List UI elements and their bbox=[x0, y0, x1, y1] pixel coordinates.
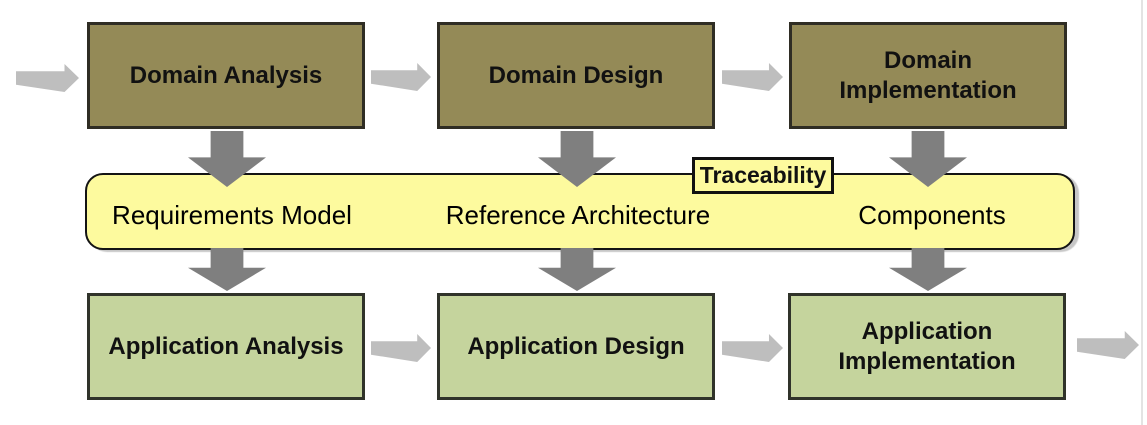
application-analysis-box: Application Analysis bbox=[87, 293, 365, 400]
application-implementation-box: Application Implementation bbox=[788, 293, 1066, 400]
domain-design-label: Domain Design bbox=[488, 61, 664, 89]
domain-design-box: Domain Design bbox=[437, 22, 715, 129]
application-design-label: Application Design bbox=[467, 332, 685, 360]
traceability-tag: Traceability bbox=[692, 157, 834, 194]
right-arrow-icon-application-analysis-to-application-design bbox=[371, 334, 431, 362]
down-arrow-icon-requirements-model-to-application-analysis bbox=[188, 248, 266, 291]
domain-analysis-label: Domain Analysis bbox=[129, 61, 323, 89]
application-analysis-label: Application Analysis bbox=[108, 332, 344, 360]
domain-implementation-label: Domain Implementation bbox=[839, 46, 1017, 104]
requirements-model-label: Requirements Model bbox=[112, 200, 352, 230]
right-arrow-icon-domain-design-to-domain-implementation bbox=[722, 63, 783, 91]
domain-analysis-box: Domain Analysis bbox=[87, 22, 365, 129]
right-arrow-icon-out-of-application-implementation bbox=[1077, 331, 1139, 359]
reference-architecture-label: Reference Architecture bbox=[445, 200, 711, 230]
right-arrow-icon-application-design-to-application-implementation bbox=[722, 334, 783, 362]
right-arrow-icon-into-domain-analysis bbox=[16, 64, 79, 92]
components-label: Components bbox=[858, 200, 1006, 230]
application-design-box: Application Design bbox=[437, 293, 715, 400]
traceability-label: Traceability bbox=[699, 162, 827, 188]
artifact-band: Requirements Model Reference Architectur… bbox=[85, 173, 1075, 250]
down-arrow-icon-reference-architecture-to-application-design bbox=[538, 248, 616, 291]
application-implementation-label: Application Implementation bbox=[838, 317, 1016, 375]
right-arrow-icon-domain-analysis-to-domain-design bbox=[371, 63, 431, 91]
page-edge-line bbox=[1141, 0, 1143, 425]
domain-implementation-box: Domain Implementation bbox=[789, 22, 1067, 129]
down-arrow-icon-components-to-application-implementation bbox=[889, 248, 967, 291]
